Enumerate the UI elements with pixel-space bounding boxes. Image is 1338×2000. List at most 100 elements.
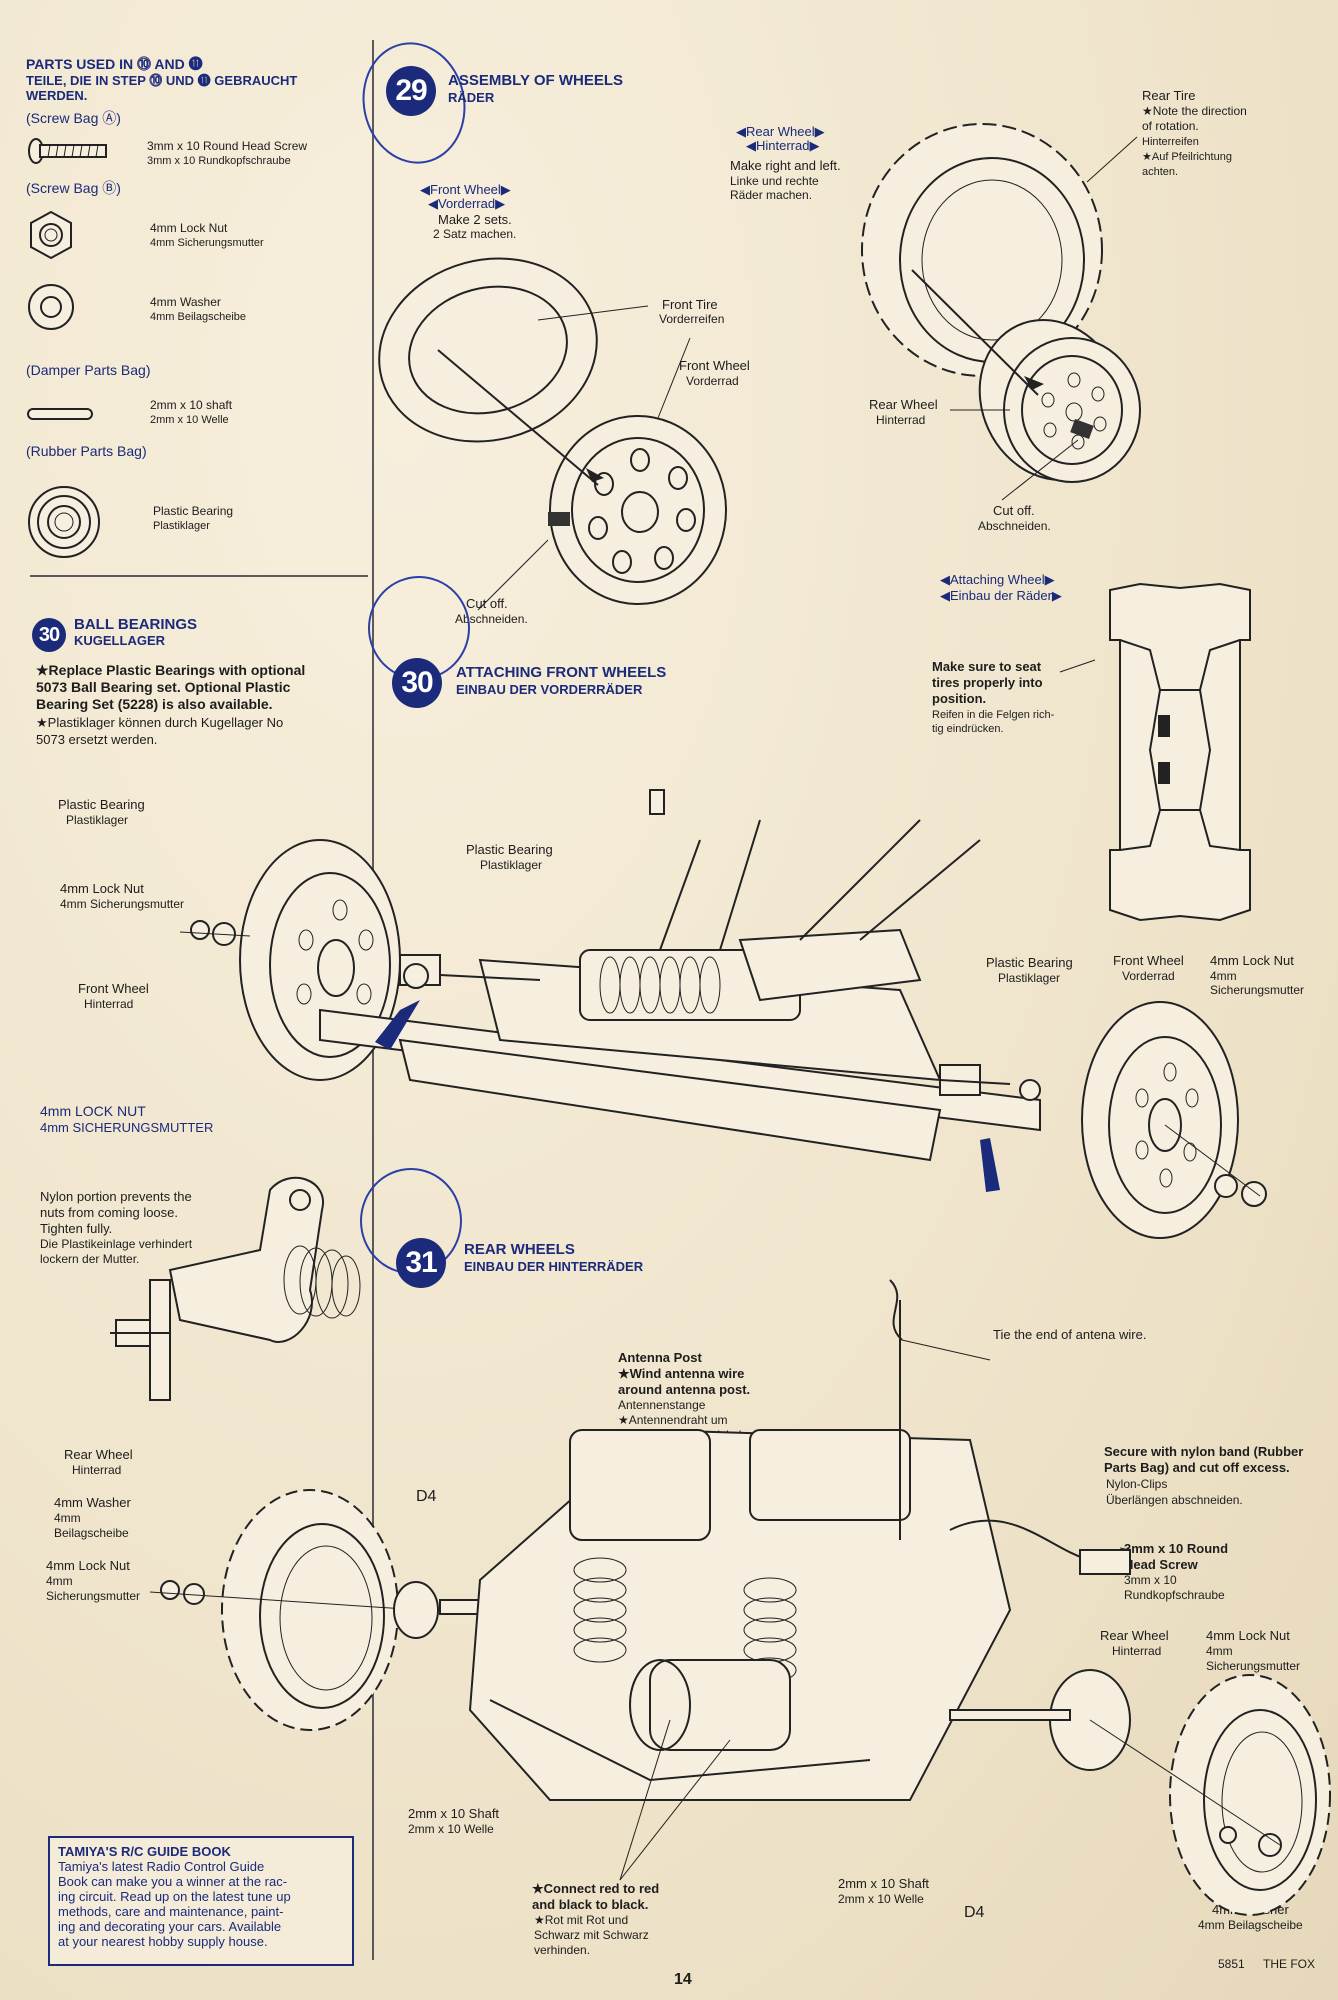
ball-bearing-note-1: ★Replace Plastic Bearings with optional (36, 662, 306, 678)
shaft-label-en: 2mm x 10 shaft (150, 398, 233, 412)
rear-wheel-heading-en: ◀Rear Wheel▶ (736, 124, 825, 139)
plastic-bearing-right-de: Plastiklager (998, 971, 1061, 985)
front-suspension-drawing (179, 789, 1267, 1239)
step-31-title-en: REAR WHEELS (464, 1241, 575, 1258)
round-head-screw-icon (28, 138, 107, 164)
connect-de-3: verhinden. (534, 1943, 591, 1957)
lock-nut-detail-drawing (110, 1176, 361, 1401)
step-31-badge: 31 (396, 1238, 446, 1288)
connect-note-2: and black to black. (532, 1897, 649, 1912)
guide-line-4: methods, care and maintenance, paint- (58, 1904, 284, 1919)
ball-bearings-title-en: BALL BEARINGS (74, 616, 198, 633)
guide-line-3: ing circuit. Read up on the latest tune … (58, 1889, 291, 1904)
antenna-note-1: ★Wind antenna wire (618, 1366, 745, 1381)
secure-de-2: Überlängen abschneiden. (1106, 1493, 1243, 1507)
lock-nut-rear-right-de-1: 4mm (1206, 1644, 1233, 1658)
rear-cut-off-label-en: Cut off. (993, 503, 1035, 518)
attaching-wheel-heading-de: ◀Einbau der Räder▶ (940, 588, 1062, 603)
secure-note-2: Parts Bag) and cut off excess. (1104, 1460, 1290, 1475)
rear-screw-label-1: 3mm x 10 Round (1124, 1541, 1229, 1556)
guide-line-2: Book can make you a winner at the rac- (58, 1874, 288, 1889)
lock-nut-note-de-1: Die Plastikeinlage verhindert (40, 1237, 193, 1251)
rear-assembly-drawing (149, 1279, 1331, 1916)
nut-label-en: 4mm Lock Nut (150, 221, 228, 235)
ball-bearing-note-5: 5073 ersetzt werden. (36, 732, 158, 747)
front-tire-label-en: Front Tire (662, 297, 718, 312)
lock-nut-note-de-2: lockern der Mutter. (40, 1252, 140, 1266)
make-2-sets-de: 2 Satz machen. (433, 227, 517, 241)
parts-title-en: PARTS USED IN ⓾ AND ⓫ (26, 56, 203, 72)
lock-nut-note-3: Tighten fully. (40, 1221, 113, 1236)
ball-bearing-note-3: Bearing Set (5228) is also available. (36, 696, 273, 712)
rear-wheel-left-en: Rear Wheel (64, 1447, 133, 1462)
screw-bag-b: (Screw Bag Ⓑ) (26, 180, 121, 196)
front-wheel-left-en: Front Wheel (78, 981, 149, 996)
lock-nut-rear-right-de-2: Sicherungsmutter (1206, 1659, 1301, 1673)
rear-wheel-label-en: Rear Wheel (869, 397, 938, 412)
parts-title-de: TEILE, DIE IN STEP ⓾ UND ⓫ GEBRAUCHT WER… (26, 73, 298, 103)
antenna-de-1: ★Antennendraht um (618, 1413, 728, 1427)
ball-bearing-note-2: 5073 Ball Bearing set. Optional Plastic (36, 679, 291, 695)
rear-wheel-label-de: Hinterrad (876, 413, 926, 427)
washer-label-en: 4mm Washer (150, 295, 221, 309)
seat-tires-de-1: Reifen in die Felgen rich- (932, 709, 1055, 721)
lock-nut-rear-left-de-2: Sicherungsmutter (46, 1589, 141, 1603)
shaft-left-en: 2mm x 10 Shaft (408, 1806, 500, 1821)
plastic-bearing-mid-en: Plastic Bearing (466, 842, 553, 857)
kit-model-name: THE FOX (1263, 1957, 1316, 1971)
rear-screw-label-2: Head Screw (1124, 1557, 1198, 1572)
front-wheel-heading-de: ◀Vorderrad▶ (428, 196, 506, 211)
rear-wheel-right-en: Rear Wheel (1100, 1628, 1169, 1643)
step-29-title-de: RÄDER (448, 90, 495, 105)
step-30-badge: 30 (392, 658, 442, 708)
nut-label-de: 4mm Sicherungsmutter (150, 237, 264, 249)
shaft-label-de: 2mm x 10 Welle (150, 414, 229, 426)
lock-nut-right-de-2: Sicherungsmutter (1210, 983, 1305, 997)
make-right-left-de-2: Räder machen. (730, 188, 813, 202)
shaft-left-de: 2mm x 10 Welle (408, 1822, 494, 1836)
lock-nut-note-2: nuts from coming loose. (40, 1205, 179, 1220)
lock-nut-note-1: Nylon portion prevents the (40, 1189, 192, 1204)
washer-icon (28, 284, 74, 330)
rear-tire-label-de: Hinterreifen (1142, 136, 1199, 148)
washer-left-de-1: 4mm (54, 1511, 81, 1525)
step-29-title-en: ASSEMBLY OF WHEELS (448, 72, 624, 89)
rear-wheel-heading-de: ◀Hinterrad▶ (746, 138, 820, 153)
front-wheel-left-de: Hinterrad (84, 997, 134, 1011)
antenna-note-2: around antenna post. (618, 1382, 751, 1397)
step-30-title-de: EINBAU DER VORDERRÄDER (456, 682, 643, 697)
lock-nut-title-de: 4mm SICHERUNGSMUTTER (40, 1120, 214, 1135)
rear-tire-label-en: Rear Tire (1142, 88, 1196, 103)
shaft-right-de: 2mm x 10 Welle (838, 1892, 924, 1906)
lock-nut-rear-right-en: 4mm Lock Nut (1206, 1628, 1290, 1643)
front-wheel-heading-en: ◀Front Wheel▶ (420, 182, 511, 197)
plastic-bearing-left-de: Plastiklager (66, 813, 129, 827)
damper-parts-bag: (Damper Parts Bag) (26, 362, 151, 378)
rear-screw-de-2: Rundkopfschraube (1124, 1588, 1225, 1602)
plastic-bearing-right-en: Plastic Bearing (986, 955, 1073, 970)
washer-label-de: 4mm Beilagscheibe (150, 311, 246, 323)
step-29-badge: 29 (386, 66, 436, 116)
connect-de-2: Schwarz mit Schwarz (534, 1928, 649, 1942)
ball-bearing-note-4: ★Plastiklager können durch Kugellager No (36, 715, 284, 730)
plastic-bearing-mid-de: Plastiklager (480, 858, 543, 872)
antenna-post-title: Antenna Post (618, 1350, 702, 1365)
plastic-bearing-icon (28, 486, 100, 558)
page-number: 14 (674, 1971, 692, 1988)
guide-line-5: ing and decorating your cars. Available (58, 1919, 282, 1934)
lock-nut-rear-left-de-1: 4mm (46, 1574, 73, 1588)
front-wheel-drawing (378, 257, 727, 611)
screw-bag-a: (Screw Bag Ⓐ) (26, 110, 121, 126)
step-30-title-en: ATTACHING FRONT WHEELS (456, 664, 667, 681)
rear-cut-off-label-de: Abschneiden. (978, 519, 1051, 533)
front-wheel-label-en: Front Wheel (679, 358, 750, 373)
connect-de-1: ★Rot mit Rot und (534, 1913, 629, 1927)
lock-nut-left-en: 4mm Lock Nut (60, 881, 144, 896)
screw-label-de: 3mm x 10 Rundkopfschraube (147, 155, 291, 167)
guide-line-1: Tamiya's latest Radio Control Guide (58, 1859, 265, 1874)
secure-de-1: Nylon-Clips (1106, 1477, 1168, 1491)
antenna-de: Antennenstange (618, 1398, 706, 1412)
lock-nut-left-de: 4mm Sicherungsmutter (60, 897, 185, 911)
guide-title: TAMIYA'S R/C GUIDE BOOK (58, 1844, 231, 1859)
